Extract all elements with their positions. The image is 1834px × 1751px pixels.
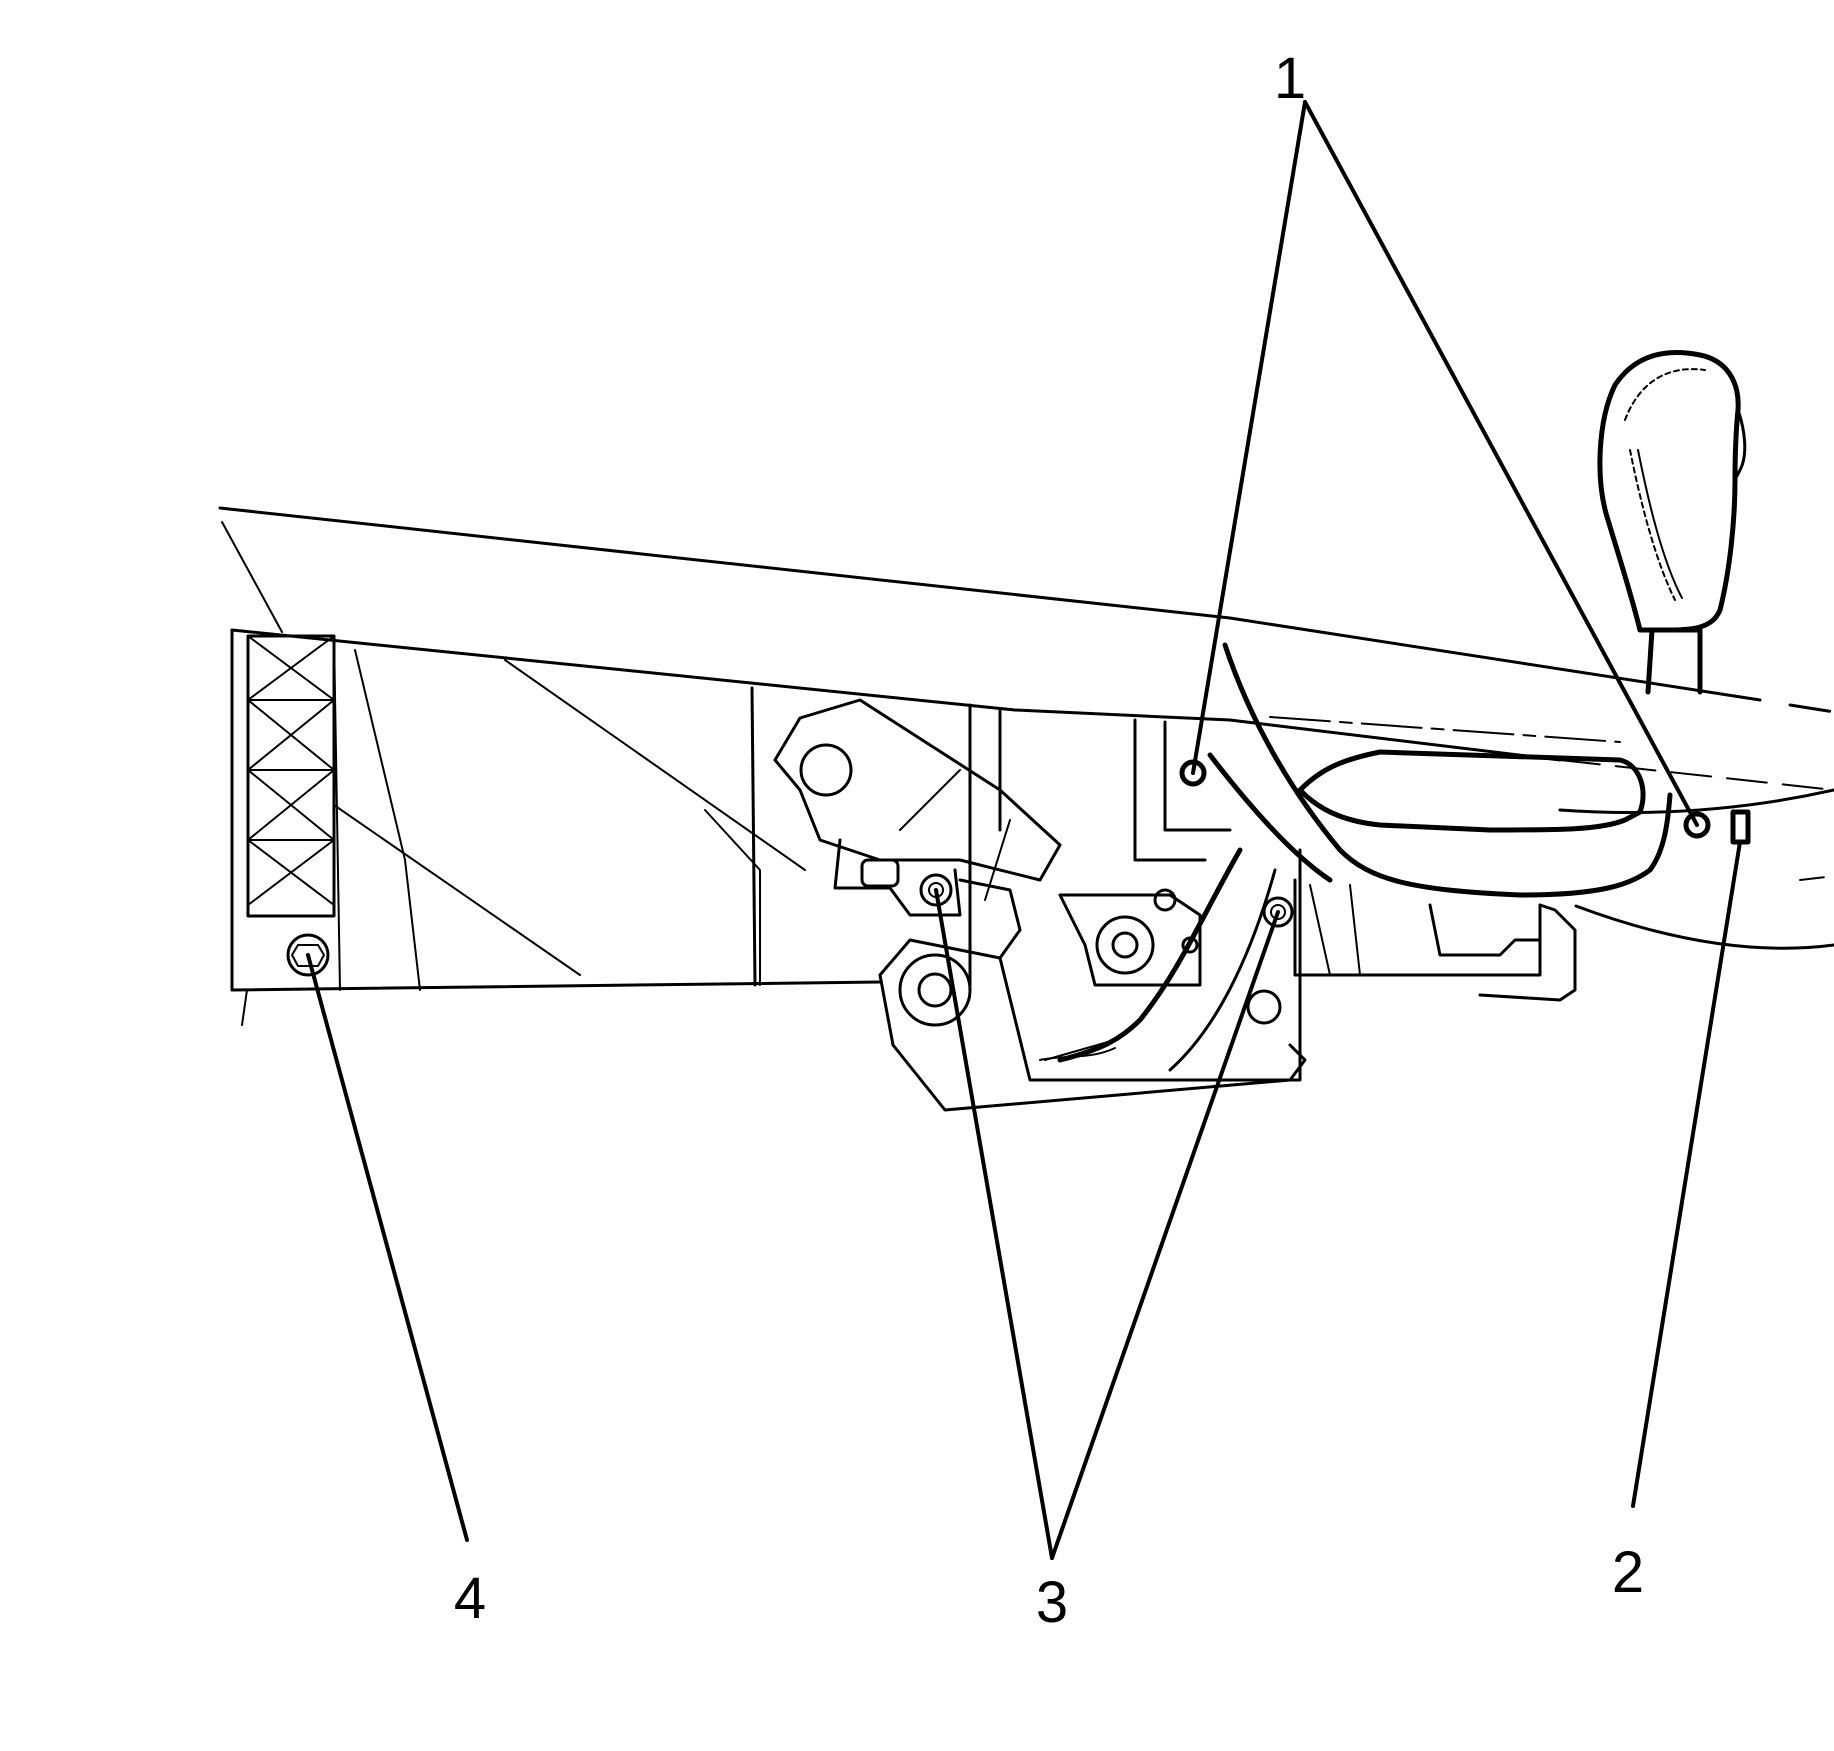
callout-2: 2 [1612,1540,1644,1605]
fastener-4 [286,933,330,977]
front-vent-grille [246,634,421,991]
interior-panel [333,659,1232,987]
fastener-1b [1683,811,1711,839]
callout-1: 1 [1274,46,1306,111]
fasteners [286,759,1751,977]
trim-bezel [1057,642,1673,1072]
leader-2 [1631,840,1742,1508]
callout-4: 4 [454,1566,486,1631]
leader-lines [306,100,1742,1560]
leader-1b [1303,100,1699,827]
fastener-3b [1262,896,1294,928]
callout-3: 3 [1036,1570,1068,1635]
leader-3a [934,888,1054,1560]
shift-knob [1597,350,1747,695]
leader-1a [1191,100,1307,775]
leader-3b [1050,910,1280,1560]
fastener-2-clip [1730,809,1751,845]
leader-4 [306,953,469,1542]
shifter-bracket [773,698,1307,1112]
callout-labels: 1 2 3 4 [454,46,1644,1635]
console-body [218,506,1834,1026]
